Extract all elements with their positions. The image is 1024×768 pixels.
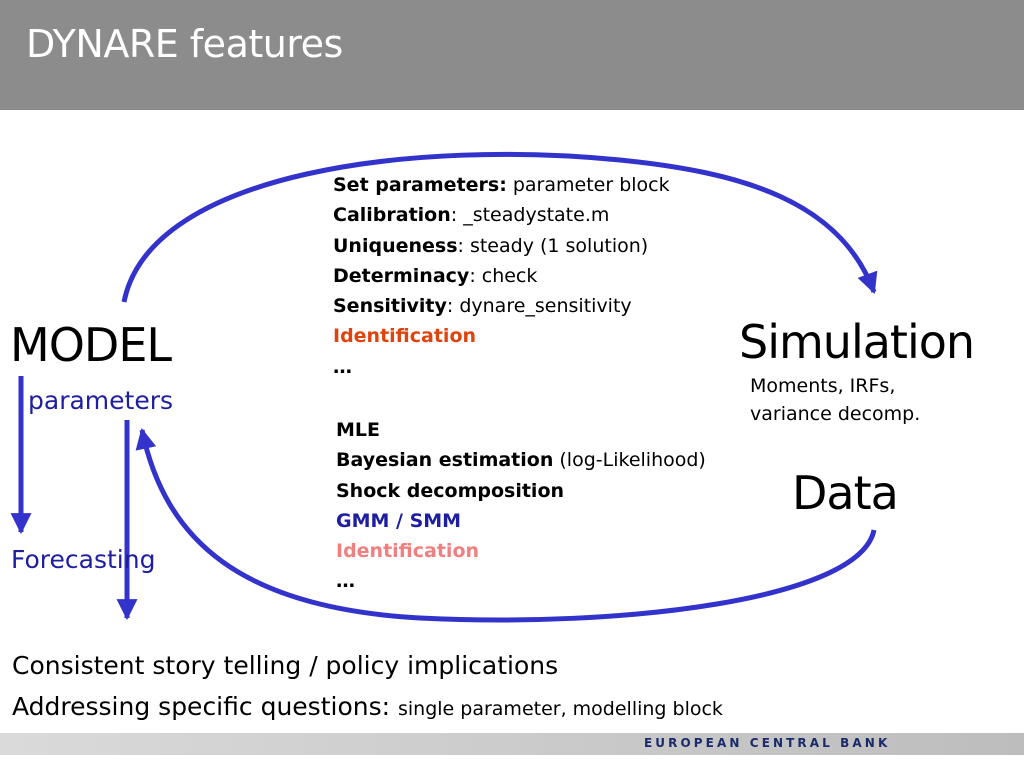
estimation-item: GMM / SMM — [336, 506, 706, 536]
bottom-line-2: Addressing specific questions: single pa… — [12, 692, 723, 721]
item-term: Identification — [333, 325, 477, 348]
arc-model-to-simulation — [121, 151, 878, 303]
calibration-item: Determinacy: check — [333, 261, 670, 291]
simulation-detail-line-2: variance decomp. — [750, 403, 921, 425]
item-text: : check — [469, 264, 538, 287]
item-term: Shock decomposition — [336, 479, 565, 502]
item-term: Bayesian estimation — [336, 449, 554, 472]
bottom-line-2-sub: single parameter, modelling block — [397, 698, 723, 720]
arc-data-to-model — [135, 427, 877, 623]
item-term: … — [336, 570, 355, 593]
calibration-item: Identification — [333, 321, 670, 351]
calibration-list: Set parameters: parameter block Calibrat… — [333, 170, 670, 382]
item-term: MLE — [336, 419, 380, 441]
item-term: Identification — [336, 540, 480, 563]
item-term: GMM / SMM — [336, 509, 462, 532]
estimation-item: MLE — [336, 415, 706, 445]
model-label: MODEL — [10, 318, 172, 372]
slide-header: DYNARE features — [0, 0, 1024, 110]
calibration-item: Uniqueness: steady (1 solution) — [333, 231, 670, 261]
forecasting-label: Forecasting — [11, 545, 156, 574]
data-label: Data — [792, 466, 899, 520]
slide-title: DYNARE features — [26, 22, 343, 66]
item-term: Uniqueness — [333, 234, 458, 257]
item-term: Set parameters: — [333, 174, 507, 196]
calibration-item: Calibration: _steadystate.m — [333, 200, 670, 230]
estimation-item: Bayesian estimation (log-Likelihood) — [336, 445, 706, 475]
item-text: parameter block — [506, 174, 670, 196]
item-term: Sensitivity — [333, 295, 447, 318]
item-term: Determinacy — [333, 264, 470, 287]
item-text: : steady (1 solution) — [457, 234, 649, 257]
calibration-item: Sensitivity: dynare_sensitivity — [333, 291, 670, 321]
parameters-label: parameters — [28, 386, 174, 415]
calibration-item: … — [333, 352, 670, 382]
item-text: : _steadystate.m — [450, 204, 610, 227]
estimation-item: … — [336, 566, 706, 596]
item-term: … — [333, 355, 352, 378]
simulation-detail-line-1: Moments, IRFs, — [750, 375, 896, 397]
footer-bar — [0, 733, 1024, 755]
estimation-item: Shock decomposition — [336, 476, 706, 506]
bottom-line-2-main: Addressing specific questions: — [12, 692, 398, 721]
item-text: (log-Likelihood) — [553, 449, 706, 472]
item-text: : dynare_sensitivity — [446, 295, 632, 318]
bottom-line-1: Consistent story telling / policy implic… — [12, 651, 559, 680]
simulation-details: Moments, IRFs, variance decomp. — [750, 372, 920, 428]
simulation-label: Simulation — [739, 315, 975, 369]
estimation-item: Identification — [336, 536, 706, 566]
ecb-logo-text: EUROPEAN CENTRAL BANK — [644, 736, 891, 750]
item-term: Calibration — [333, 204, 451, 227]
calibration-item: Set parameters: parameter block — [333, 170, 670, 200]
estimation-list: MLE Bayesian estimation (log-Likelihood)… — [336, 415, 706, 597]
